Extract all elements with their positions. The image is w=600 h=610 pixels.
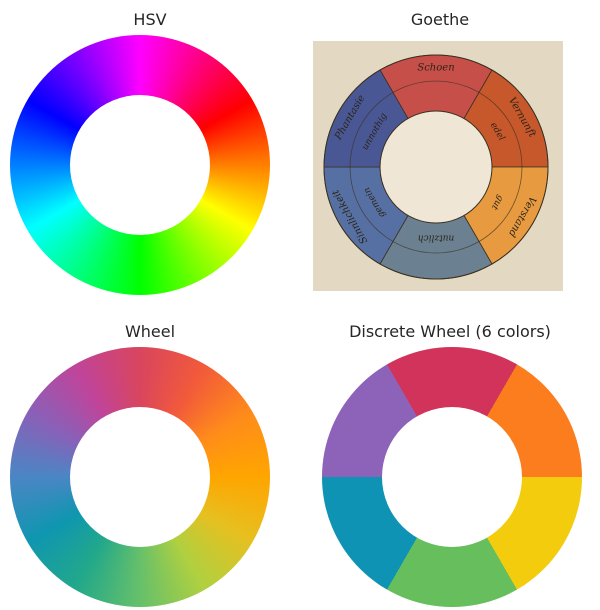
discrete-color-wheel (322, 347, 582, 607)
hsv-title: HSV (133, 10, 167, 29)
goethe-inner-label: nutzlich (418, 233, 455, 243)
hsv-color-wheel (10, 35, 270, 295)
discrete-wheel-title: Discrete Wheel (6 colors) (349, 322, 551, 341)
goethe-title: Goethe (410, 10, 470, 29)
wheel-title: Wheel (124, 322, 176, 341)
smooth-color-wheel (10, 347, 270, 607)
goethe-outer-label: Schoen (417, 63, 454, 74)
